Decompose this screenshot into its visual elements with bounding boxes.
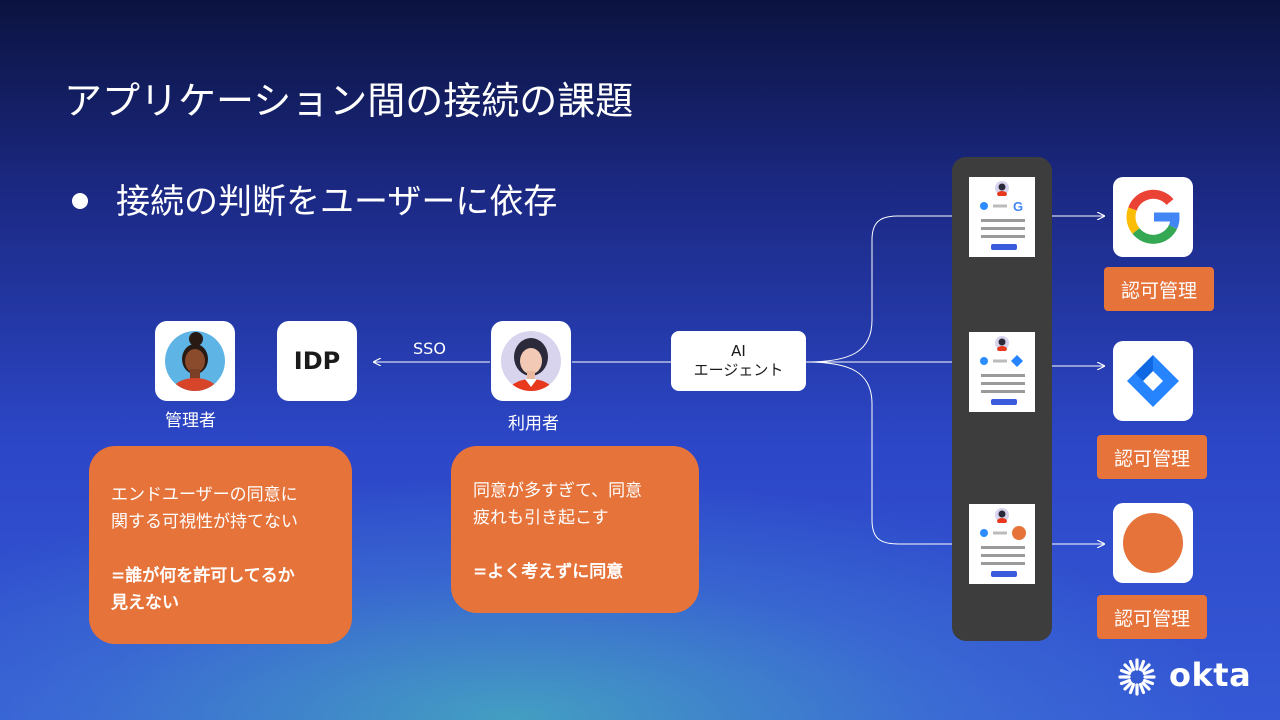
admin-issue-note: エンドユーザーの同意に 関する可視性が持てない =誰が何を許可してるか 見えない <box>89 446 352 644</box>
google-g-icon <box>1126 189 1180 244</box>
mini-connect-icons: G <box>980 199 1023 213</box>
jira-icon <box>1127 355 1179 407</box>
ai-agent-line1: AI <box>731 342 746 360</box>
okta-sunburst-icon <box>1118 658 1156 696</box>
admin-note-bold1: =誰が何を許可してるか <box>111 566 295 586</box>
mini-connect-icons <box>980 355 1023 367</box>
authz-management-jira: 認可管理 <box>1097 435 1207 479</box>
orange-circle-app-icon <box>1123 513 1183 573</box>
ai-agent-box: AI エージェント <box>671 331 806 391</box>
user-person-icon <box>501 331 561 391</box>
user-label: 利用者 <box>508 414 559 434</box>
authz-management-google: 認可管理 <box>1104 267 1214 311</box>
consent-screen-orange-app <box>969 504 1035 584</box>
admin-note-line1: エンドユーザーの同意に <box>111 485 298 505</box>
admin-note-bold2: 見えない <box>111 593 179 613</box>
okta-wordmark: okta <box>1169 656 1252 694</box>
jira-app <box>1113 341 1193 421</box>
slide-title: アプリケーション間の接続の課題 <box>64 79 634 123</box>
svg-text:G: G <box>1013 199 1023 213</box>
bullet-dot-icon <box>72 192 88 209</box>
ai-agent-line2: エージェント <box>693 361 784 379</box>
user-note-line2: 疲れも引き起こす <box>473 508 609 528</box>
authz-management-orange-app: 認可管理 <box>1097 595 1207 639</box>
user-issue-note: 同意が多すぎて、同意 疲れも引き起こす =よく考えずに同意 <box>451 446 699 613</box>
orange-app <box>1113 503 1193 583</box>
admin-note-line2: 関する可視性が持てない <box>111 512 298 532</box>
consent-screen-google: G <box>969 177 1035 257</box>
admin-avatar <box>155 321 235 401</box>
mini-connect-icons <box>980 526 1026 540</box>
user-note-line1: 同意が多すぎて、同意 <box>473 481 643 501</box>
user-avatar <box>491 321 571 401</box>
mini-avatar-icon <box>995 508 1009 523</box>
bullet-item: 接続の判断をユーザーに依存 <box>72 174 557 223</box>
user-note-bold1: =よく考えずに同意 <box>473 562 624 582</box>
mini-avatar-icon <box>995 181 1009 196</box>
google-app <box>1113 177 1193 257</box>
admin-person-icon <box>165 331 225 391</box>
sso-label: SSO <box>413 339 446 358</box>
bullet-text: 接続の判断をユーザーに依存 <box>116 182 558 222</box>
mini-avatar-icon <box>995 336 1009 351</box>
admin-label: 管理者 <box>165 411 216 431</box>
idp-box: IDP <box>277 321 357 401</box>
consent-screen-jira <box>969 332 1035 412</box>
